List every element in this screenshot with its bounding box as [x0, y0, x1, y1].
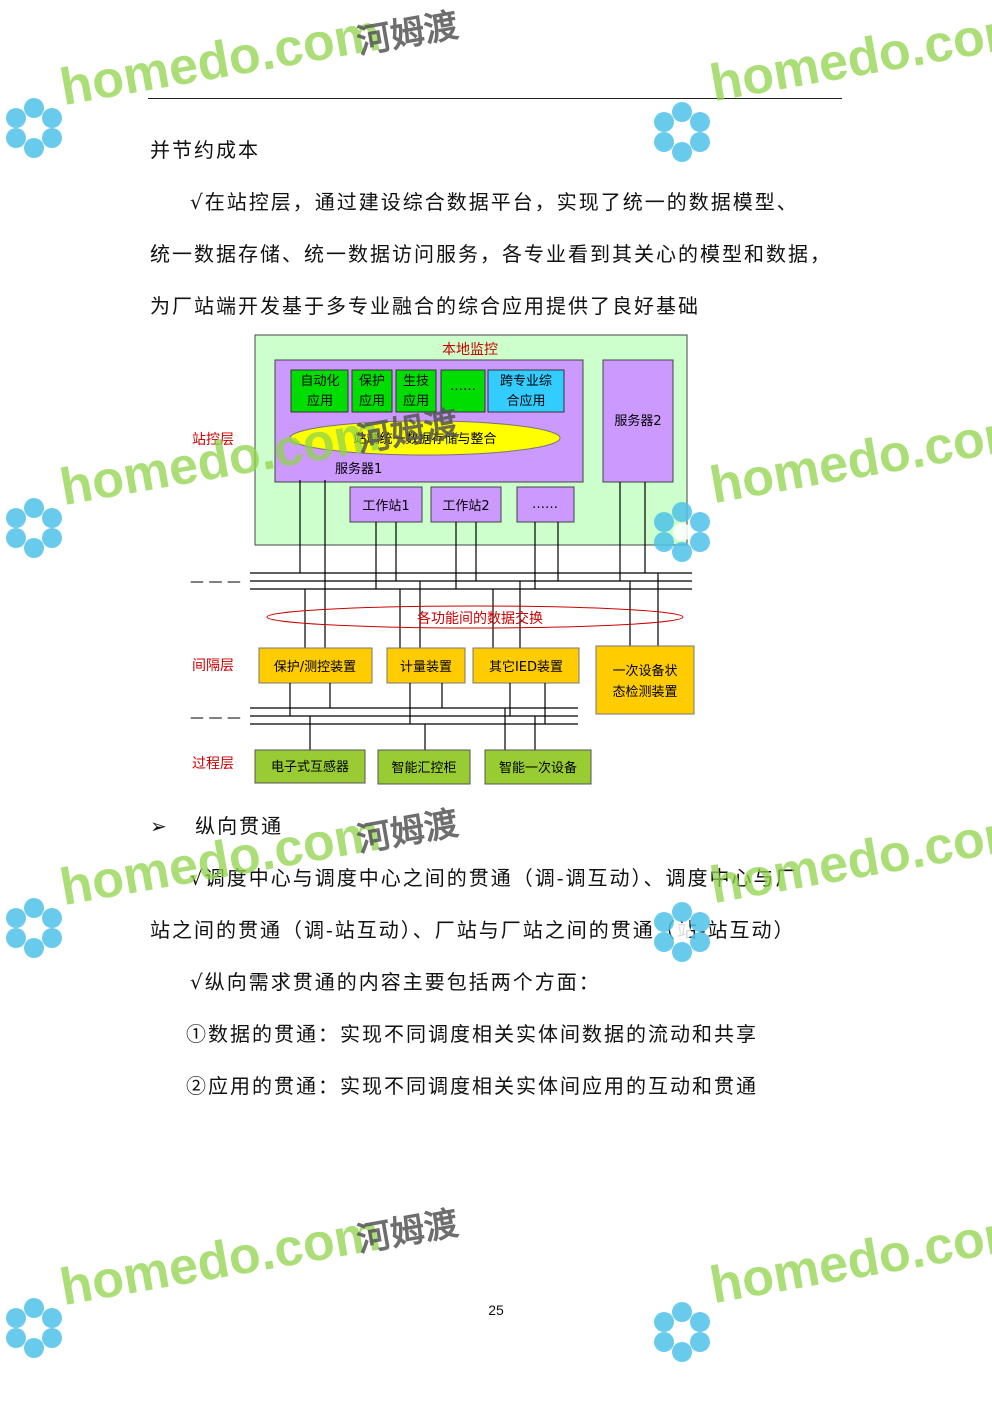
app-technical [395, 369, 437, 413]
svg-text:应用: 应用 [403, 393, 429, 409]
server1-label: 服务器1 [335, 461, 382, 477]
svg-text:……: …… [450, 379, 476, 394]
section-heading-row: ➢ 纵向贯通 [150, 810, 283, 839]
layer-bay: 间隔层 [192, 658, 234, 674]
svg-text:跨专业综: 跨专业综 [500, 374, 552, 389]
text-line-7: √纵向需求贯通的内容主要包括两个方面： [190, 970, 601, 994]
svg-text:电子式互感器: 电子式互感器 [271, 759, 349, 775]
text-line-1: 并节约成本 [150, 138, 260, 162]
text-line-5: √调度中心与调度中心之间的贯通（调-调互动）、调度中心与厂 [190, 866, 798, 890]
watermark-flower-icon [6, 98, 62, 158]
header-rule [148, 98, 842, 99]
layer-process: 过程层 [192, 756, 234, 772]
watermark-flower-icon [6, 1298, 62, 1358]
workstation-1 [349, 486, 423, 523]
svg-text:应用: 应用 [307, 393, 333, 409]
app-cross-discipline [487, 369, 565, 413]
watermark-domain: homedo.com [705, 801, 992, 916]
svg-text:应用: 应用 [359, 393, 385, 409]
svg-text:智能汇控柜: 智能汇控柜 [391, 761, 456, 776]
watermark-brand: 河姆渡 [354, 6, 462, 62]
workstation-2 [430, 486, 502, 523]
watermark-domain: homedo.com [705, 401, 992, 516]
watermark-brand: 河姆渡 [354, 1204, 462, 1260]
app-protection [351, 369, 393, 413]
svg-text:……: …… [532, 497, 558, 512]
watermark-flower-icon [654, 502, 710, 562]
process-electronic-transformer [254, 749, 366, 784]
watermark-flower-icon [654, 1302, 710, 1362]
watermark-brand: 河姆渡 [354, 804, 462, 860]
watermark-flower-icon [6, 898, 62, 958]
architecture-diagram: 本地监控 自动化 应用 保护 应用 生技 应用 …… 跨专业综 合应用 站端统一… [190, 334, 695, 785]
bus-dash-1: — — — [190, 574, 241, 590]
svg-text:工作站2: 工作站2 [442, 499, 489, 514]
app-automation [290, 369, 349, 413]
svg-text:生技: 生技 [403, 374, 429, 389]
data-exchange-ellipse [266, 605, 684, 629]
svg-text:自动化: 自动化 [300, 374, 339, 389]
bay-other-ied [472, 647, 580, 684]
section-heading: 纵向贯通 [195, 814, 284, 838]
svg-text:其它IED装置: 其它IED装置 [489, 659, 563, 675]
svg-text:保护/测控装置: 保护/测控装置 [274, 660, 356, 675]
text-line-3: 统一数据存储、统一数据访问服务，各专业看到其关心的模型和数据， [150, 242, 832, 266]
svg-text:服务器2: 服务器2 [614, 413, 661, 429]
data-platform [289, 420, 561, 456]
bullet-icon: ➢ [150, 814, 169, 838]
svg-text:合应用: 合应用 [506, 393, 545, 409]
layer-station: 站控层 [192, 432, 234, 448]
text-line-8: ①数据的贯通：实现不同调度相关实体间数据的流动和共享 [186, 1022, 758, 1046]
watermark-flower-icon [654, 902, 710, 962]
svg-text:计量装置: 计量装置 [400, 660, 452, 675]
watermark-domain: homedo.com [55, 1203, 385, 1318]
bay-protection-measure [258, 647, 373, 684]
text-line-2: √在站控层，通过建设综合数据平台，实现了统一的数据模型、 [190, 190, 799, 214]
watermark-flower-icon [654, 102, 710, 162]
watermark-flower-icon [6, 498, 62, 558]
watermark-domain: homedo.com [705, 1201, 992, 1316]
data-exchange-label: 各功能间的数据交换 [417, 610, 543, 627]
svg-text:工作站1: 工作站1 [362, 499, 409, 514]
server2-box [602, 359, 674, 483]
process-smart-cabinet [377, 749, 471, 785]
process-smart-primary [484, 749, 592, 785]
text-line-9: ②应用的贯通：实现不同调度相关实体间应用的互动和贯通 [186, 1074, 758, 1098]
watermark-domain: homedo.com [55, 3, 385, 118]
bay-condition-monitor [595, 645, 695, 715]
page-number: 25 [488, 1302, 504, 1318]
svg-text:智能一次设备: 智能一次设备 [499, 760, 577, 776]
bay-metering [386, 647, 466, 684]
app-more [440, 369, 486, 413]
diagram-title: 本地监控 [442, 342, 498, 358]
workstation-more [516, 486, 575, 523]
svg-text:一次设备状: 一次设备状 [612, 663, 677, 679]
svg-text:站端统一数据存储与整合: 站端统一数据存储与整合 [353, 432, 496, 447]
svg-text:态检测装置: 态检测装置 [612, 685, 677, 700]
watermark-domain: homedo.com [705, 0, 992, 114]
text-line-4: 为厂站端开发基于多专业融合的综合应用提供了良好基础 [150, 294, 700, 318]
bus-dash-2: — — — [190, 710, 241, 726]
svg-text:保护: 保护 [359, 374, 385, 389]
